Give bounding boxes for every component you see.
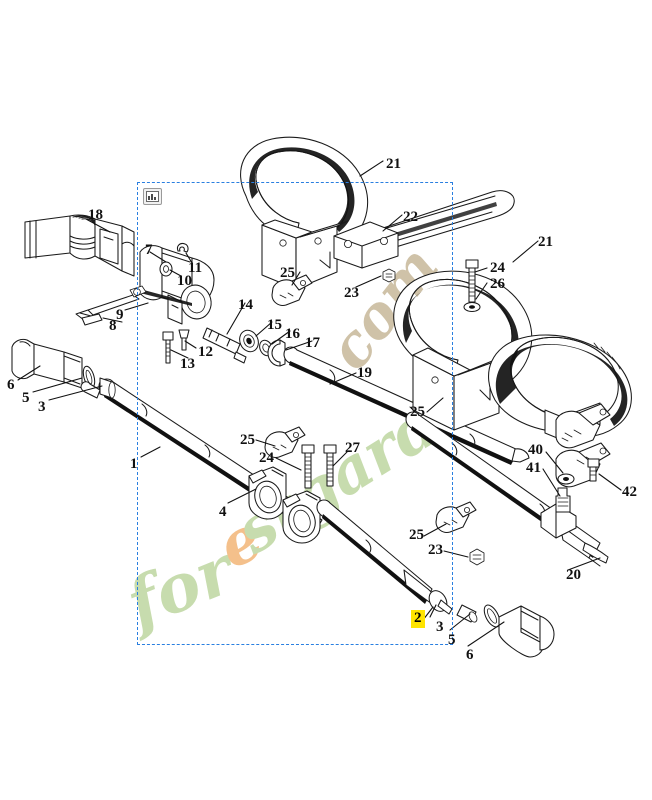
part-24-bolt-right xyxy=(465,259,479,303)
part-11-circlip xyxy=(176,242,189,253)
callout-number: 21 xyxy=(538,234,553,250)
callout-number: 23 xyxy=(344,285,359,301)
callout-number: 7 xyxy=(145,242,153,258)
callout-number: 25 xyxy=(409,527,424,543)
part-27-bolt-center xyxy=(323,444,337,487)
part-6-coupler-right xyxy=(498,605,555,658)
part-21-loop-handle-right xyxy=(393,270,533,431)
callout-number: 10 xyxy=(177,273,192,289)
part-13-bolt xyxy=(162,331,174,364)
part-10-washer xyxy=(159,261,173,277)
highlighted-callout-2[interactable]: 2 xyxy=(411,610,425,628)
callout-number: 25 xyxy=(240,432,255,448)
callout-number: 17 xyxy=(305,335,320,351)
callout-number: 26 xyxy=(490,276,505,292)
part-23-nut-top xyxy=(382,268,396,283)
part-4-clamp-collar-b xyxy=(282,490,321,544)
part-3-bushing-left xyxy=(99,377,116,399)
callout-number: 6 xyxy=(7,377,15,393)
part-4-clamp-collar-a xyxy=(248,466,287,520)
part-26-washer-right xyxy=(463,301,481,313)
callout-number: 18 xyxy=(88,207,103,223)
part-42-screw xyxy=(587,458,600,482)
part-18-bellows xyxy=(24,214,135,277)
part-14-drive-shaft xyxy=(202,327,247,364)
callout-number: 11 xyxy=(188,260,203,276)
part-3-bushing-right xyxy=(456,604,478,623)
callout-number: 8 xyxy=(109,318,117,334)
callout-number: 41 xyxy=(526,460,541,476)
part-12-bolt xyxy=(178,329,190,351)
part-7-housing xyxy=(139,245,215,325)
callout-number: 3 xyxy=(38,399,46,415)
image-placeholder-icon xyxy=(143,188,162,205)
callout-number: 21 xyxy=(386,156,401,172)
part-1-shaft-end xyxy=(80,381,101,399)
callout-number: 20 xyxy=(566,567,581,583)
callout-number: 5 xyxy=(448,632,456,648)
callout-number: 5 xyxy=(22,390,30,406)
callout-number: 4 xyxy=(219,504,227,520)
callout-number: 24 xyxy=(259,450,274,466)
callout-number: 42 xyxy=(622,484,637,500)
callout-number: 14 xyxy=(238,297,253,313)
callout-number: 1 xyxy=(130,456,138,472)
part-25-bracket-a xyxy=(271,274,313,306)
callout-number: 40 xyxy=(528,442,543,458)
callout-number: 22 xyxy=(403,209,418,225)
callout-number: 24 xyxy=(490,260,505,276)
part-8-9-lever xyxy=(75,285,147,326)
callout-number: 23 xyxy=(428,542,443,558)
callout-number: 15 xyxy=(267,317,282,333)
part-19-drive-tube xyxy=(283,346,530,465)
part-22-handlebar xyxy=(333,190,515,269)
callout-number: 27 xyxy=(345,440,360,456)
part-24-bolt-center xyxy=(301,444,315,489)
image-selection-outline[interactable] xyxy=(137,182,453,645)
part-15-bearing xyxy=(239,329,259,353)
part-21-loop-handle-top xyxy=(240,136,369,290)
callout-number: 19 xyxy=(357,365,372,381)
callout-number: 16 xyxy=(285,326,300,342)
callout-number: 3 xyxy=(436,619,444,635)
leader-lines xyxy=(17,160,622,647)
part-2-shaft-assembly xyxy=(316,499,453,615)
part-23-nut-bottom xyxy=(469,548,485,566)
part-40-washer xyxy=(557,473,575,485)
part-clamp-half-upper xyxy=(555,403,611,449)
callout-number: 13 xyxy=(180,356,195,372)
part-41-knob xyxy=(540,487,577,539)
callout-number: 25 xyxy=(280,265,295,281)
callout-number: 6 xyxy=(466,647,474,663)
callout-number: 9 xyxy=(116,307,124,323)
callout-number: 25 xyxy=(410,404,425,420)
part-25-bracket-c xyxy=(264,426,306,458)
callout-number: 12 xyxy=(198,344,213,360)
